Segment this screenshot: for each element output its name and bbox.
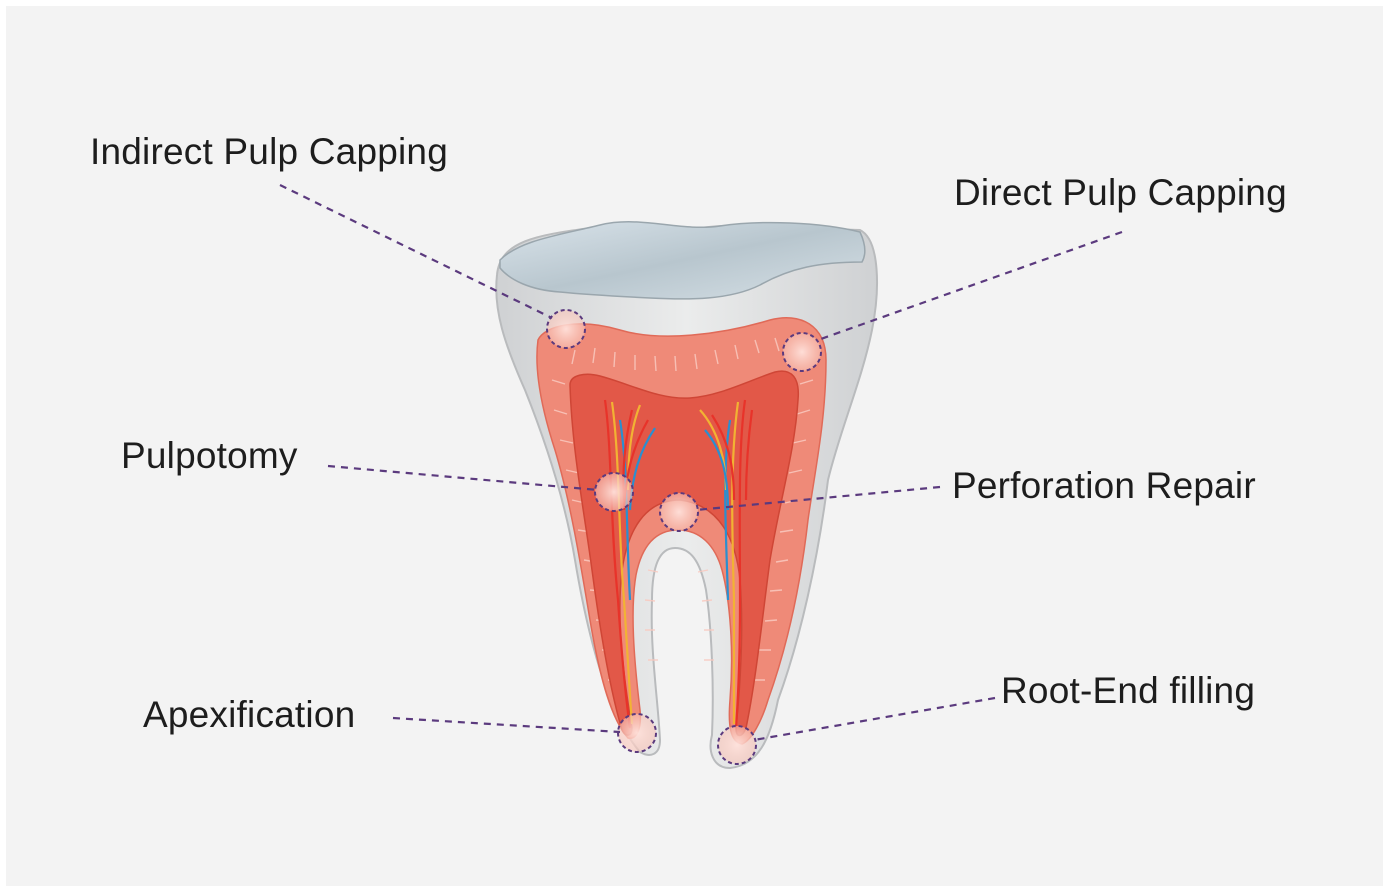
marker-root-end-filling — [718, 726, 756, 764]
label-apexification: Apexification — [143, 694, 355, 736]
marker-perforation-repair — [660, 493, 698, 531]
marker-indirect-pulp-capping — [547, 310, 585, 348]
label-perforation-repair: Perforation Repair — [952, 465, 1256, 507]
marker-pulpotomy — [595, 473, 633, 511]
marker-direct-pulp-capping — [783, 333, 821, 371]
leader-apexification — [393, 718, 620, 732]
label-indirect-pulp-capping: Indirect Pulp Capping — [90, 131, 448, 173]
label-direct-pulp-capping: Direct Pulp Capping — [954, 172, 1287, 214]
leader-root-end-filling — [754, 698, 995, 740]
label-pulpotomy: Pulpotomy — [121, 435, 298, 477]
marker-apexification — [618, 714, 656, 752]
label-root-end-filling: Root-End filling — [1001, 670, 1255, 712]
